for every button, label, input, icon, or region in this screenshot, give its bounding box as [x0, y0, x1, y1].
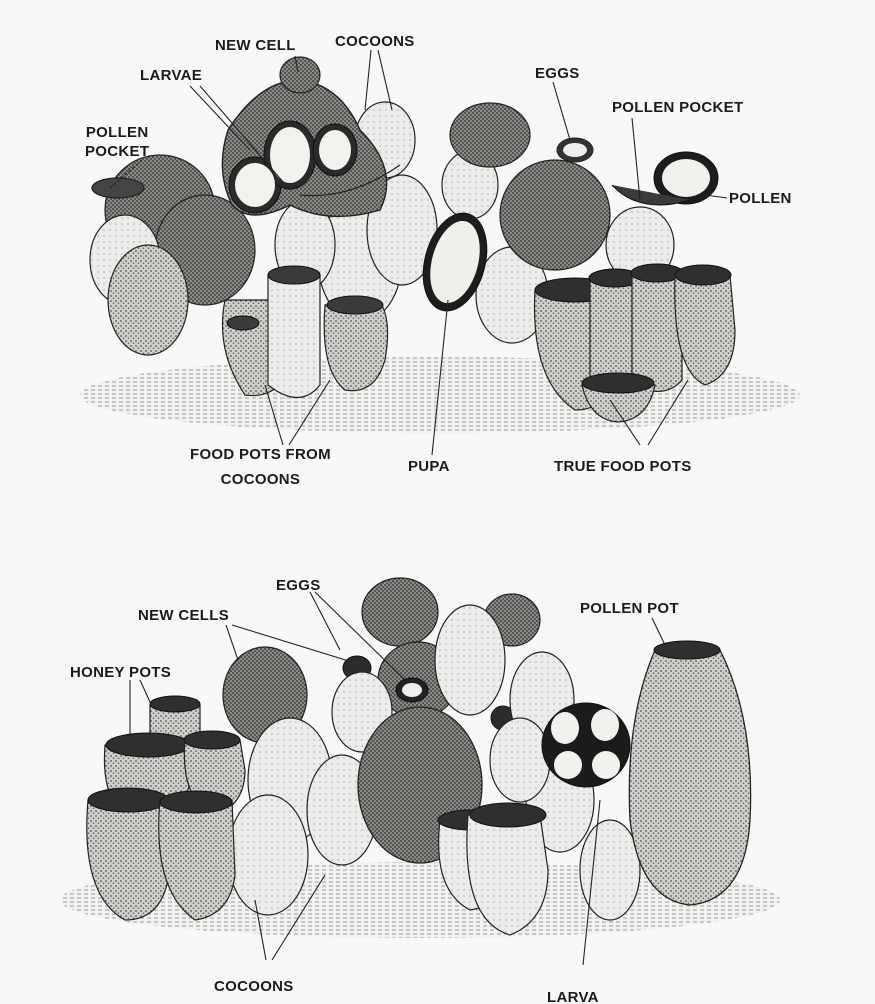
label-food-pots-from-cocoons: FOOD POTS FROM COCOONS — [190, 445, 331, 489]
label-pollen: POLLEN — [729, 189, 792, 208]
bottom-pollen-pot — [629, 641, 750, 905]
label-pollen-pocket-right: POLLEN POCKET — [612, 98, 743, 117]
label-eggs-bottom: EGGS — [276, 576, 321, 595]
bottom-nest-drawing — [60, 578, 780, 965]
label-larva: LARVA — [547, 988, 599, 1004]
label-pollen-pot: POLLEN POT — [580, 599, 679, 618]
top-pollen-pocket — [612, 152, 718, 205]
label-food-pots-line1: FOOD POTS FROM — [190, 445, 331, 464]
label-cocoons-bottom: COCOONS — [214, 977, 294, 996]
label-cocoons-top: COCOONS — [335, 32, 415, 51]
label-larvae: LARVAE — [140, 66, 202, 85]
label-new-cell: NEW CELL — [215, 36, 296, 55]
label-pollen-pocket-left: POLLEN POCKET — [85, 123, 149, 161]
label-honey-pots: HONEY POTS — [70, 663, 171, 682]
bottom-honey-pots — [87, 696, 245, 920]
label-pollen-pocket-left-line1: POLLEN — [85, 123, 149, 142]
new-cell-shape — [280, 57, 320, 93]
bottom-larva-cell — [542, 703, 630, 787]
label-new-cells: NEW CELLS — [138, 606, 229, 625]
label-eggs-top: EGGS — [535, 64, 580, 83]
label-food-pots-line2: COCOONS — [190, 470, 331, 489]
label-pupa: PUPA — [408, 457, 450, 476]
label-pollen-pocket-left-line2: POCKET — [85, 142, 149, 161]
label-true-food-pots: TRUE FOOD POTS — [554, 457, 692, 476]
